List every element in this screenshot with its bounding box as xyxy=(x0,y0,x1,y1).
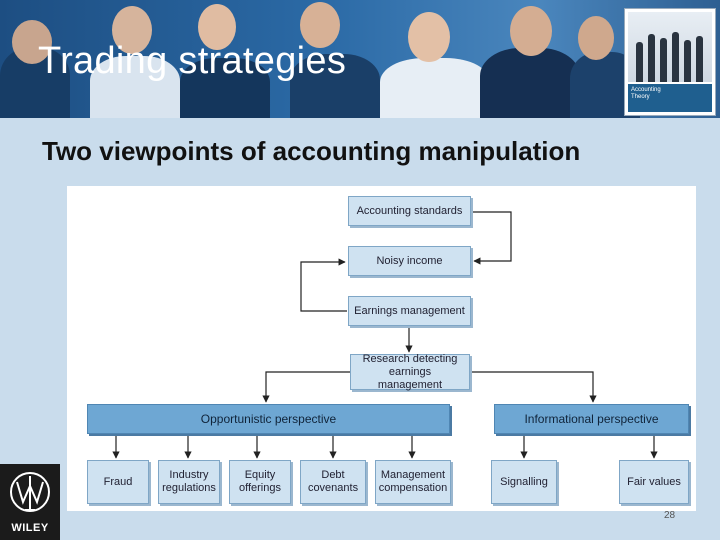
node-opportunistic-perspective: Opportunistic perspective xyxy=(87,404,450,434)
connector-research-to-informational xyxy=(470,372,593,402)
person-silhouette xyxy=(480,48,580,118)
wiley-logo-text: WILEY xyxy=(0,522,60,534)
person-head xyxy=(578,16,614,60)
node-fair-values: Fair values xyxy=(619,460,689,504)
node-signalling: Signalling xyxy=(491,460,557,504)
node-debt-covenants: Debt covenants xyxy=(300,460,366,504)
connector-standards-to-noisy xyxy=(471,212,511,261)
book-cover: Accounting Theory xyxy=(624,8,716,116)
slide-title: Trading strategies xyxy=(38,40,346,83)
node-fraud: Fraud xyxy=(87,460,149,504)
page-number: 28 xyxy=(664,510,675,521)
node-earnings-management: Earnings management xyxy=(348,296,471,326)
node-accounting-standards: Accounting standards xyxy=(348,196,471,226)
node-management-compensation: Management compensation xyxy=(375,460,451,504)
node-informational-perspective: Informational perspective xyxy=(494,404,689,434)
connector-research-to-opportunistic xyxy=(266,372,350,402)
connector-earnings-to-noisy xyxy=(301,262,347,311)
header-banner: Trading strategies Accounting Theory xyxy=(0,0,720,118)
node-research-detecting: Research detecting earnings management xyxy=(350,354,470,390)
node-equity-offerings: Equity offerings xyxy=(229,460,291,504)
node-noisy-income: Noisy income xyxy=(348,246,471,276)
book-title: Accounting Theory xyxy=(631,87,671,101)
flow-diagram: Accounting standards Noisy income Earnin… xyxy=(67,186,696,511)
wiley-emblem-icon xyxy=(8,470,52,518)
person-head xyxy=(510,6,552,56)
wiley-logo: WILEY xyxy=(0,464,60,540)
book-cover-photo xyxy=(628,12,712,82)
slide-subtitle: Two viewpoints of accounting manipulatio… xyxy=(42,136,580,167)
person-head xyxy=(408,12,450,62)
node-industry-regulations: Industry regulations xyxy=(158,460,220,504)
person-silhouette xyxy=(380,58,490,118)
